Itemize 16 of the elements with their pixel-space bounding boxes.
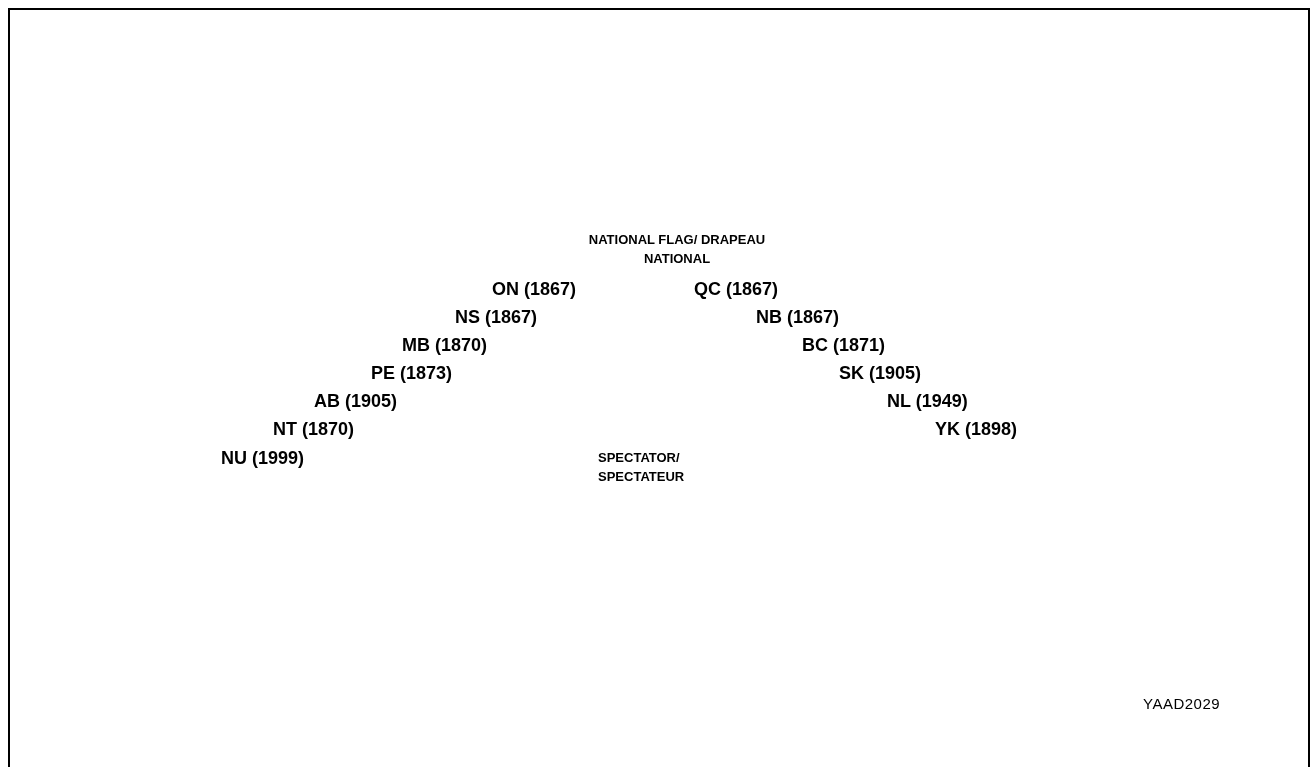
province-label: NL (1949) [887,391,968,411]
province-label: BC (1871) [802,335,886,355]
province-label: MB (1870) [402,335,488,355]
province-label: AB (1905) [314,391,398,411]
figure-code: YAAD2029 [1143,694,1221,714]
province-label: SK (1905) [839,363,922,383]
province-label: NB (1867) [756,307,840,327]
position-label: SPECTATOR/ SPECTATEUR [598,449,686,486]
province-label: ON (1867) [492,279,577,299]
territory-label: YK (1898) [935,419,1018,439]
territory-label: NU (1999) [221,448,305,468]
province-label: QC (1867) [694,279,779,299]
position-label: NATIONAL FLAG/ DRAPEAU NATIONAL [587,231,767,268]
province-label: NS (1867) [455,307,538,327]
territory-label: NT (1870) [273,419,355,439]
province-label: PE (1873) [371,363,453,383]
